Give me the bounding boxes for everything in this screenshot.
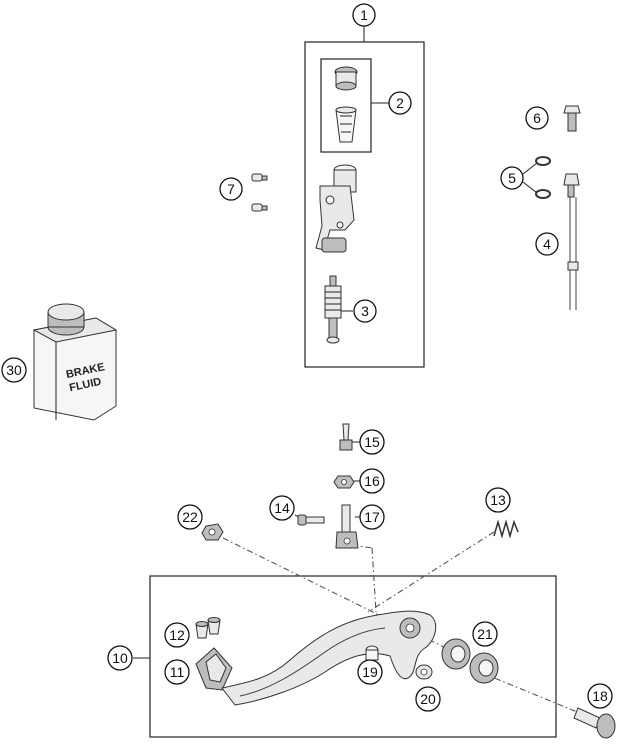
callout-4-label: 4 xyxy=(543,236,551,252)
callout-5-label: 5 xyxy=(508,170,516,186)
return-spring-part xyxy=(493,519,519,539)
callout-18: 18 xyxy=(587,683,613,709)
callout-11-label: 11 xyxy=(170,664,185,680)
callout-16: 16 xyxy=(359,468,385,494)
banjo-bolt-part xyxy=(563,105,581,132)
nut-part xyxy=(333,475,355,489)
pedal-tip-part xyxy=(195,647,233,691)
callout-6-label: 6 xyxy=(533,110,541,126)
callout-17-label: 17 xyxy=(364,509,380,525)
bleeder-valve-part xyxy=(339,423,353,451)
pivot-pin-part xyxy=(365,645,379,661)
callout-16-label: 16 xyxy=(364,473,380,489)
callout-12: 12 xyxy=(164,622,190,648)
bushings-part xyxy=(195,617,221,639)
callout-20: 20 xyxy=(415,686,441,712)
callout-1-label: 1 xyxy=(360,7,368,23)
brake-fluid-can-part: BRAKE FLUID xyxy=(32,303,118,421)
callout-3: 3 xyxy=(353,299,377,323)
callout-14: 14 xyxy=(269,495,295,521)
lock-nut-part xyxy=(201,523,224,541)
callout-22: 22 xyxy=(177,504,203,530)
callout-12-label: 12 xyxy=(169,627,185,643)
reservoir-cap-group-frame xyxy=(320,58,372,153)
callout-15: 15 xyxy=(359,429,385,455)
bearings-part xyxy=(441,638,499,684)
brake-line-part xyxy=(563,173,580,310)
callout-10-label: 10 xyxy=(112,650,128,666)
pin-part xyxy=(297,514,325,526)
callout-2-label: 2 xyxy=(396,95,404,111)
screws-part xyxy=(251,173,268,212)
callout-7-label: 7 xyxy=(227,181,235,197)
washer-part xyxy=(415,664,433,680)
callout-21-label: 21 xyxy=(477,626,493,642)
callout-2: 2 xyxy=(388,91,412,115)
callout-1: 1 xyxy=(352,3,376,27)
reservoir-cap-part xyxy=(334,66,358,143)
callout-11: 11 xyxy=(164,659,190,685)
callout-21: 21 xyxy=(472,621,498,647)
callout-30: 30 xyxy=(1,357,27,383)
callout-13: 13 xyxy=(485,487,511,513)
master-cylinder-body-part xyxy=(315,164,357,253)
callout-17: 17 xyxy=(359,504,385,530)
pivot-bolt-part xyxy=(573,707,616,739)
callout-4: 4 xyxy=(535,232,559,256)
callout-5: 5 xyxy=(500,166,524,190)
callout-6: 6 xyxy=(525,106,549,130)
callout-19-label: 19 xyxy=(362,664,378,680)
callout-30-label: 30 xyxy=(6,362,22,378)
callout-10: 10 xyxy=(107,645,133,671)
callout-22-label: 22 xyxy=(182,509,198,525)
callout-14-label: 14 xyxy=(274,500,290,516)
brake-pedal-group-frame xyxy=(149,575,557,738)
piston-kit-part xyxy=(324,275,342,344)
callout-18-label: 18 xyxy=(592,688,608,704)
callout-19: 19 xyxy=(357,659,383,685)
callout-20-label: 20 xyxy=(420,691,436,707)
callout-7: 7 xyxy=(219,177,243,201)
callout-15-label: 15 xyxy=(364,434,380,450)
o-rings-part xyxy=(535,156,551,199)
push-rod-part xyxy=(335,504,359,549)
callout-3-label: 3 xyxy=(361,303,369,319)
callout-13-label: 13 xyxy=(490,492,506,508)
brake-pedal-part xyxy=(221,610,437,706)
